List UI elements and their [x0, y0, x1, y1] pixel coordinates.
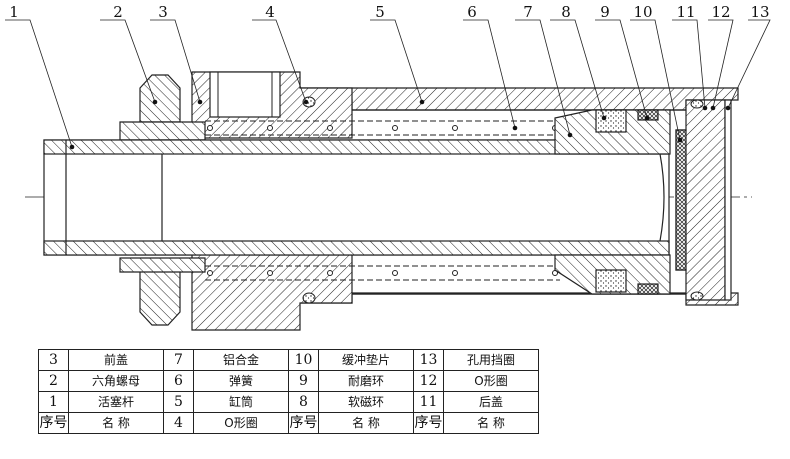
- part-number: 13: [413, 349, 444, 371]
- part-number: 4: [163, 412, 194, 434]
- table-row: 1 活塞杆 5 缸筒 8 软磁环 11 后盖: [38, 391, 539, 413]
- part-name: 后盖: [443, 391, 539, 413]
- callout-7: 7: [523, 3, 533, 21]
- part-name: 耐磨环: [318, 370, 414, 392]
- part-name: 活塞杆: [68, 391, 164, 413]
- part-number: 5: [163, 391, 194, 413]
- callout-4: 4: [265, 3, 275, 21]
- callout-3: 3: [158, 3, 168, 21]
- callout-numbers: 1 2 3 4 5 6 7 8 9 10 11 12 13: [9, 3, 769, 21]
- callout-11: 11: [676, 3, 695, 21]
- part-name: 缓冲垫片: [318, 349, 414, 371]
- magnetic-ring: [595, 109, 627, 133]
- part-name: O形圈: [193, 412, 289, 434]
- part-number: 2: [38, 370, 69, 392]
- callout-6: 6: [467, 3, 477, 21]
- callout-9: 9: [600, 3, 610, 21]
- callout-2: 2: [113, 3, 123, 21]
- gland-sleeve: [119, 121, 206, 141]
- table-row: 序号 名 称 4 O形圈 序号 名 称 序号 名 称: [38, 412, 539, 434]
- part-name: 孔用挡圈: [443, 349, 539, 371]
- piston-rod: [43, 139, 670, 256]
- header-cell: 名 称: [318, 412, 414, 434]
- header-cell: 序号: [38, 412, 69, 434]
- part-name: 前盖: [68, 349, 164, 371]
- part-name: 缸筒: [193, 391, 289, 413]
- buffer-pad: [675, 129, 687, 271]
- callout-13: 13: [750, 3, 769, 21]
- callout-8: 8: [561, 3, 571, 21]
- parts-list-table: 3 前盖 7 铝合金 10 缓冲垫片 13 孔用挡圈 2 六角螺母 6 弹簧 9…: [38, 349, 539, 434]
- part-number: 9: [288, 370, 319, 392]
- part-number: 6: [163, 370, 194, 392]
- o-rings: [302, 96, 704, 304]
- part-name: 铝合金: [193, 349, 289, 371]
- header-cell: 序号: [288, 412, 319, 434]
- callout-1: 1: [9, 3, 19, 21]
- part-number: 10: [288, 349, 319, 371]
- header-cell: 序号: [413, 412, 444, 434]
- part-number: 7: [163, 349, 194, 371]
- callout-12: 12: [711, 3, 730, 21]
- retaining-ring: [724, 99, 732, 301]
- part-name: 软磁环: [318, 391, 414, 413]
- leader-lines: [5, 19, 771, 148]
- part-name: 弹簧: [193, 370, 289, 392]
- part-number: 3: [38, 349, 69, 371]
- header-cell: 名 称: [68, 412, 164, 434]
- leader-dots: [69, 99, 731, 150]
- callout-5: 5: [375, 3, 385, 21]
- header-cell: 名 称: [443, 412, 539, 434]
- part-number: 1: [38, 391, 69, 413]
- part-number: 8: [288, 391, 319, 413]
- front-cap: [191, 71, 353, 331]
- table-row: 2 六角螺母 6 弹簧 9 耐磨环 12 O形圈: [38, 370, 539, 392]
- table-row: 3 前盖 7 铝合金 10 缓冲垫片 13 孔用挡圈: [38, 349, 539, 371]
- part-number: 11: [413, 391, 444, 413]
- part-name: O形圈: [443, 370, 539, 392]
- part-name: 六角螺母: [68, 370, 164, 392]
- part-number: 12: [413, 370, 444, 392]
- callout-10: 10: [633, 3, 652, 21]
